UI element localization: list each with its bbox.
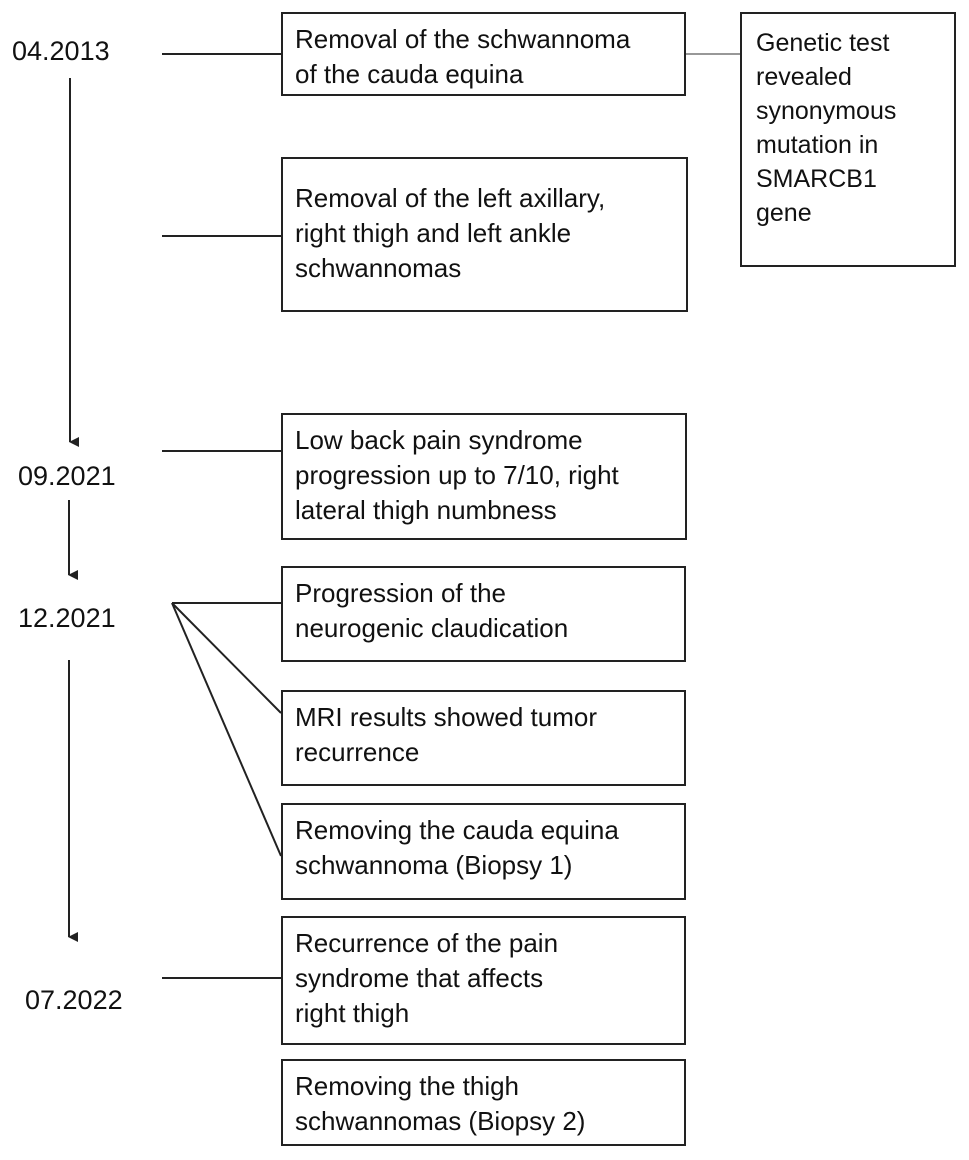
box-claudication-text: Progression of the neurogenic claudicati… (295, 578, 569, 643)
box-cauda-removal-text: Removal of the schwannoma of the cauda e… (295, 24, 631, 89)
box-pain-recurrence-text: Recurrence of the pain syndrome that aff… (295, 928, 559, 1028)
connector-2021-12-biopsy1 (171, 602, 282, 857)
box-biopsy1-text: Removing the cauda equina schwannoma (Bi… (295, 815, 619, 880)
box-biopsy1: Removing the cauda equina schwannoma (Bi… (281, 803, 686, 900)
box-low-back-pain-text: Low back pain syndrome progression up to… (295, 425, 619, 525)
box-claudication: Progression of the neurogenic claudicati… (281, 566, 686, 662)
box-axillary-removal-text: Removal of the left axillary, right thig… (295, 183, 606, 283)
box-genetic-test-text: Genetic test revealed synonymous mutatio… (756, 29, 897, 227)
date-12-2021: 12.2021 (18, 603, 116, 633)
box-genetic-test: Genetic test revealed synonymous mutatio… (740, 12, 956, 267)
box-mri: MRI results showed tumor recurrence (281, 690, 686, 786)
connector-2021-12-mri (171, 602, 282, 714)
date-07-2022: 07.2022 (25, 985, 123, 1015)
box-pain-recurrence: Recurrence of the pain syndrome that aff… (281, 916, 686, 1045)
date-04-2013: 04.2013 (12, 36, 110, 66)
box-cauda-removal: Removal of the schwannoma of the cauda e… (281, 12, 686, 96)
box-biopsy2: Removing the thigh schwannomas (Biopsy 2… (281, 1059, 686, 1146)
box-low-back-pain: Low back pain syndrome progression up to… (281, 413, 687, 540)
date-09-2021: 09.2021 (18, 461, 116, 491)
box-axillary-removal: Removal of the left axillary, right thig… (281, 157, 688, 312)
box-mri-text: MRI results showed tumor recurrence (295, 702, 597, 767)
box-biopsy2-text: Removing the thigh schwannomas (Biopsy 2… (295, 1071, 586, 1136)
